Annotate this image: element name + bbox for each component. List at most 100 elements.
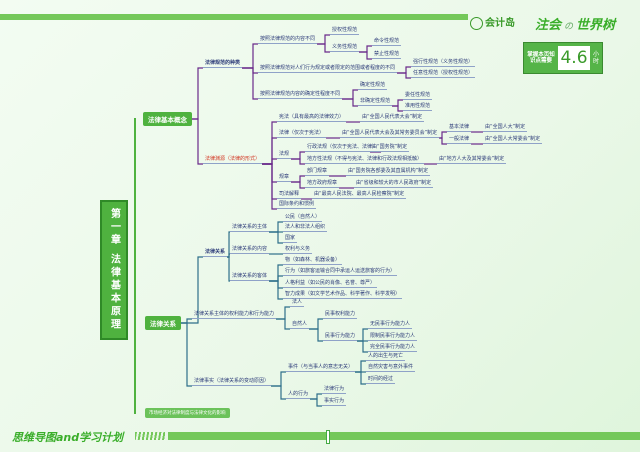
node: 强行性规范（义务性规范） [411, 59, 476, 67]
connector-line [317, 34, 330, 45]
brand-name: 会计岛 [485, 18, 515, 29]
footer-bar [168, 432, 640, 440]
node: 法律事实（法律关系的变动原因） [192, 378, 272, 386]
node: 法律（仅次于宪法） [277, 130, 327, 138]
node: 自然灾害与意外事件 [366, 364, 416, 372]
connector-line [262, 163, 277, 210]
connector-line [192, 67, 203, 120]
node: 命令性规范 [372, 38, 402, 46]
connector-line [309, 328, 323, 342]
connector-line [181, 318, 192, 324]
node: 由“国务院”制定 [370, 144, 410, 152]
node: 按照法律规范的内容不同 [258, 36, 318, 44]
connector-line [291, 151, 305, 160]
connector-line [397, 66, 411, 74]
node: 事实行为 [322, 398, 347, 406]
connector-line [242, 67, 258, 74]
study-time-value: 4.6 [558, 46, 590, 70]
node: 准用性规范 [403, 103, 433, 111]
connector-line [181, 322, 192, 387]
node: 部门规章 [305, 168, 330, 176]
connector-line [192, 118, 203, 165]
node: 法律关系的主体 [230, 224, 270, 232]
node: 物（如森林、机器设备） [283, 257, 343, 265]
node: 行政法规（仅次于宪法、法律） [305, 144, 380, 152]
connector-line [317, 43, 330, 53]
node-legal-sources: 法律渊源（法律的形式） [203, 156, 263, 164]
connector-line [392, 105, 403, 112]
node: 智力成果（如文学艺术作品、科学著作、科学发明） [283, 291, 403, 299]
node: 人格利益（如公民的肖像、名誉、尊严） [283, 280, 378, 288]
connector-line [357, 340, 368, 353]
node: 地方性法规（不得与宪法、法律和行政法规相抵触） [305, 156, 425, 164]
connector-line [262, 158, 277, 165]
node: 时间的经过 [366, 376, 396, 384]
connector-line [269, 231, 283, 244]
connector-line [439, 137, 447, 145]
node: 确定性规范 [358, 82, 388, 90]
slogan-left: 注会 [535, 18, 562, 33]
node: 由“全国人民代表大会及其常务委员会”制定 [340, 130, 440, 138]
node: 由“全国人大常委会”制定 [483, 136, 543, 144]
node: 自然人 [290, 321, 310, 329]
node: 由“地方人大及其常委会”制定 [437, 156, 507, 164]
node: 法人 [290, 299, 305, 307]
node: 国际条约和惯例 [277, 201, 317, 209]
section-legal-concepts: 法律基本概念 [143, 112, 192, 126]
node: 无民事行为能力人 [368, 321, 413, 329]
chapter-title: 第一章 法律基本原理 [108, 208, 120, 332]
slogan-right: 世界树 [576, 18, 616, 33]
node: 由“省级和较大的市人民政府”制定 [354, 180, 434, 188]
connector-line [269, 275, 283, 282]
node: 人的行为 [286, 391, 311, 399]
node: 非确定性规范 [358, 98, 393, 106]
node: 法律关系的客体 [230, 273, 270, 281]
node: 由“全国人民代表大会”制定 [360, 114, 425, 122]
connector-line [271, 371, 286, 387]
node: 限制民事行为能力人 [368, 333, 418, 341]
node: 法律关系主体的权利能力和行为能力 [192, 311, 277, 319]
connector-line [439, 131, 447, 139]
footer-marker [326, 430, 330, 444]
node: 委任性规范 [403, 92, 433, 100]
connector-line [276, 318, 290, 330]
connector-line [291, 158, 305, 165]
node: 地方政府规章 [305, 180, 340, 188]
node: 法律关系的内容 [230, 246, 270, 254]
node: 法律行为 [322, 386, 347, 394]
node: 按照法律规范对人们行为规定或者限定的范围或者程度的不同 [258, 65, 398, 73]
node: 任意性规范（授权性规范） [411, 70, 476, 78]
connector-line [269, 280, 283, 289]
brand-logo: 会计岛 [470, 14, 515, 30]
connector-line [291, 175, 305, 183]
node: 由“全国人大”制定 [483, 124, 528, 132]
node: 法律关系 [203, 249, 228, 257]
node: 义务性规范 [330, 44, 360, 52]
node: 一般法律 [447, 136, 472, 144]
section-legal-relations: 法律关系 [145, 316, 181, 330]
connector-line [262, 137, 277, 165]
connector-line [397, 72, 411, 79]
node: 由“国务院各部委及其直属机构”制定 [346, 168, 431, 176]
footer-stripes [135, 432, 165, 440]
connector-line [355, 371, 366, 385]
node: 禁止性规范 [372, 51, 402, 59]
connector-line [355, 360, 366, 373]
connector-line [262, 163, 277, 200]
node: 完全民事行为能力人 [368, 344, 418, 352]
study-time-label: 掌握本页知识点需要 [527, 51, 555, 65]
node: 由“最高人民法院、最高人民检察院”制定 [312, 191, 407, 199]
connector-line [271, 385, 286, 400]
node: 司法解释 [277, 191, 302, 199]
connector-line [392, 99, 403, 107]
slogan: 注会の世界树 [535, 14, 615, 33]
connector-line [291, 181, 305, 189]
connector-line [242, 43, 258, 69]
node: 事件（与当事人的意志无关） [286, 364, 356, 372]
connector-line [342, 98, 358, 107]
node: 民事行为能力 [323, 333, 358, 341]
connector-line [310, 398, 322, 407]
chapter-title-box: 第一章 法律基本原理 [100, 200, 128, 340]
study-time-unit: 小时 [592, 51, 599, 65]
slogan-mid: の [564, 22, 574, 32]
